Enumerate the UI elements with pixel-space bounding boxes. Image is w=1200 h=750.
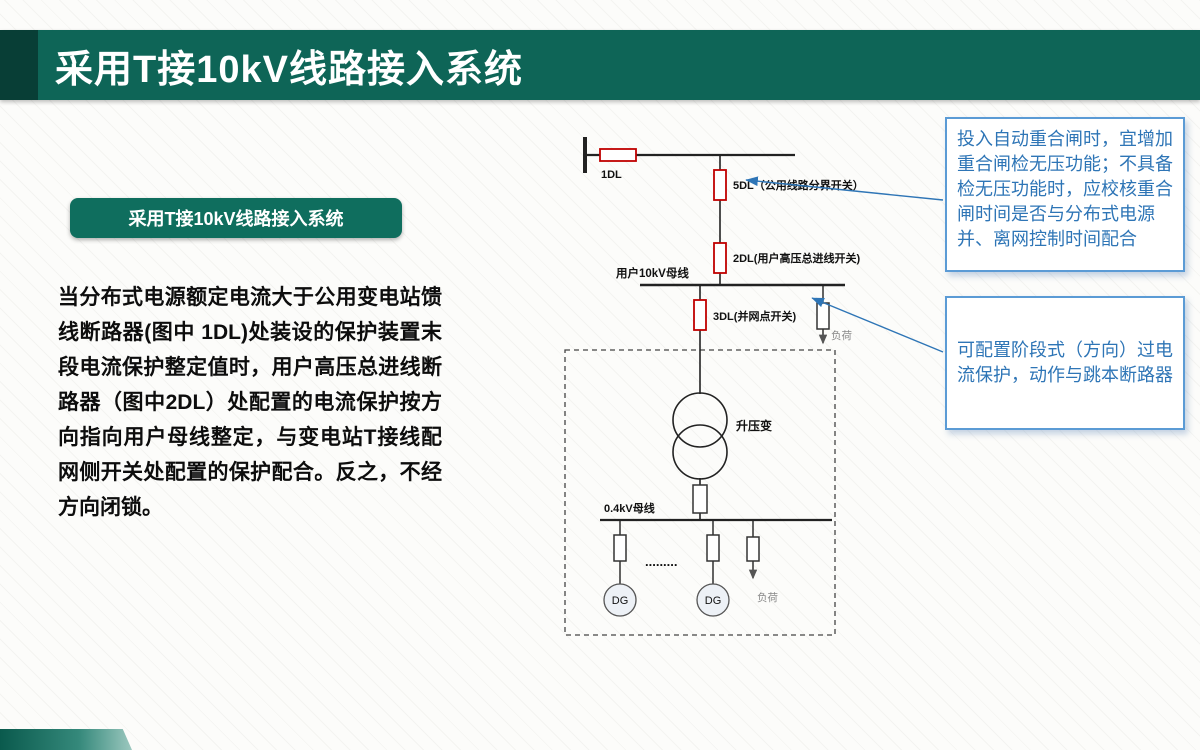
callout-reclosing-text: 投入自动重合闸时，宜增加重合闸检无压功能；不具备检无压功能时，应校核重合闸时间是… xyxy=(957,129,1173,249)
callout-protection-text: 可配置阶段式（方向）过电流保护，动作与跳本断路器 xyxy=(957,340,1173,385)
breaker-lv-main xyxy=(692,484,708,514)
label-lv-load: 负荷 xyxy=(757,591,778,604)
slide-header: 采用T接10kV线路接入系统 xyxy=(0,30,1200,100)
callout-protection-note: 可配置阶段式（方向）过电流保护，动作与跳本断路器 xyxy=(945,296,1185,430)
bottom-left-decoration xyxy=(0,729,132,750)
breaker-hv-load xyxy=(816,302,830,330)
breaker-dg2 xyxy=(706,534,720,562)
arrow-to-5dl xyxy=(745,176,944,201)
label-3dl: 3DL(并网点开关) xyxy=(713,309,796,323)
label-hv-load: 负荷 xyxy=(831,329,852,342)
diagram-labels: 1DL 5DL（公用线路分界开关） 2DL(用户高压总进线开关) 用户10kV母… xyxy=(601,169,864,607)
arrow-to-10kv-bus xyxy=(811,297,944,353)
step-up-transformer xyxy=(672,392,728,480)
breaker-1dl xyxy=(599,148,637,162)
dg-units xyxy=(603,583,730,617)
section-badge-label: 采用T接10kV线路接入系统 xyxy=(128,209,344,229)
breaker-2dl xyxy=(713,242,727,274)
label-2dl: 2DL(用户高压总进线开关) xyxy=(733,251,860,265)
diagram-lines xyxy=(583,137,845,584)
transformer-winding-bottom xyxy=(672,424,728,480)
callout-arrows xyxy=(745,176,944,353)
dg1-circle xyxy=(603,583,637,617)
label-bus-04kv: 0.4kV母线 xyxy=(604,501,655,515)
label-dg2: DG xyxy=(705,595,722,607)
breaker-dg1 xyxy=(613,534,627,562)
breaker-3dl xyxy=(693,299,707,331)
slide-title: 采用T接10kV线路接入系统 xyxy=(55,48,523,91)
label-1dl: 1DL xyxy=(601,169,622,181)
label-bus-10kv: 用户10kV母线 xyxy=(615,266,689,280)
breakers-black xyxy=(613,302,830,562)
transformer-winding-top xyxy=(672,392,728,448)
callout-reclosing-note: 投入自动重合闸时，宜增加重合闸检无压功能；不具备检无压功能时，应校核重合闸时间是… xyxy=(945,117,1185,272)
breaker-5dl xyxy=(713,169,727,201)
label-transformer: 升压变 xyxy=(736,418,772,433)
label-dg1: DG xyxy=(612,595,629,607)
plant-boundary-dashed-box xyxy=(564,349,836,636)
dg2-circle xyxy=(696,583,730,617)
label-dots: ......... xyxy=(645,554,678,569)
body-paragraph: 当分布式电源额定电流大于公用变电站馈线断路器(图中 1DL)处装设的保护装置末段… xyxy=(58,286,442,519)
section-badge: 采用T接10kV线路接入系统 xyxy=(70,198,402,238)
breaker-lv-load xyxy=(746,536,760,562)
label-5dl: 5DL（公用线路分界开关） xyxy=(733,178,864,192)
breakers-red xyxy=(599,148,727,331)
